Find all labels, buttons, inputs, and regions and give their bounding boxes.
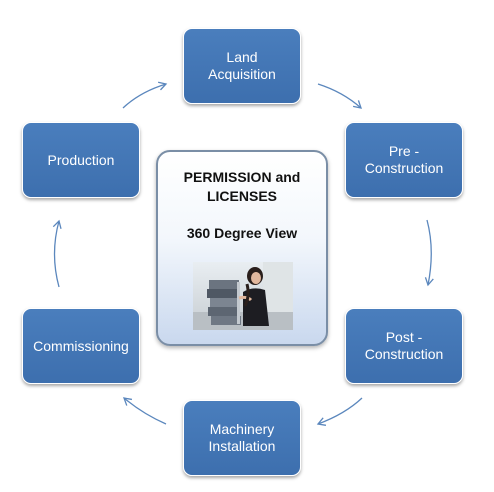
stage-label-line-1: Machinery [209, 421, 275, 437]
stage-commissioning: Commissioning [22, 308, 140, 384]
stage-post-construction: Post - Construction [345, 308, 463, 384]
center-hub: PERMISSION and LICENSES 360 Degree View [156, 150, 328, 346]
arrow-production-to-land [122, 81, 168, 109]
stage-label-line-2: Construction [364, 346, 444, 362]
stage-pre-construction: Pre - Construction [345, 122, 463, 198]
arrow-post-to-machinery [316, 397, 363, 426]
stage-label-line-1: Pre - [388, 143, 420, 159]
stage-label-line-1: Production [47, 151, 115, 168]
center-subtitle: 360 Degree View [186, 225, 298, 241]
stage-label-line-1: Commissioning [33, 337, 129, 354]
stage-land-acquisition: Land Acquisition [183, 28, 301, 104]
arrow-commission-to-production [52, 219, 62, 288]
woman-carrying-binders-photo [193, 262, 293, 330]
arrow-land-to-pre [317, 83, 362, 109]
stage-label-line-2: Acquisition [208, 66, 276, 82]
stage-label-line-1: Land [226, 49, 258, 65]
stage-label-line-2: Construction [364, 160, 444, 176]
stage-label-line-2: Installation [208, 438, 276, 454]
center-title: PERMISSION and LICENSES [183, 169, 301, 204]
stage-machinery-installation: Machinery Installation [183, 400, 301, 476]
stage-label-line-1: Post - [385, 329, 423, 345]
stage-production: Production [22, 122, 140, 198]
arrow-machinery-to-commission [122, 397, 167, 425]
arrow-pre-to-post [424, 219, 434, 287]
